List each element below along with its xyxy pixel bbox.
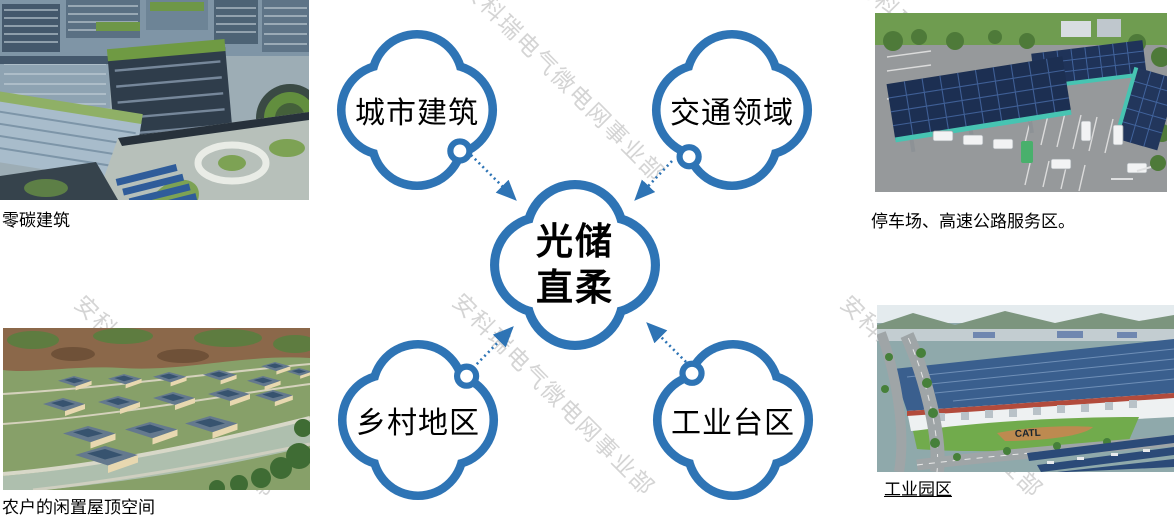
- photo-rural-village: [3, 328, 310, 490]
- bubble-industrial-zones: 工业台区: [652, 339, 814, 501]
- bubble-label-transportation: 交通领域: [670, 97, 794, 130]
- photo-solar-parking-lot: [875, 13, 1167, 192]
- photo-industrial-park: CATL: [877, 305, 1174, 472]
- caption-industrial-park: 工业园区: [884, 480, 952, 499]
- industrial-aerial-image: CATL: [877, 305, 1174, 472]
- bubble-tail-circle: [679, 360, 705, 386]
- center-label-line2: 直柔: [536, 267, 614, 308]
- caption-village-roofs: 农户的闲置屋顶空间: [2, 498, 155, 517]
- bubble-label-pv-storage-dc-flex: 光储 直柔: [489, 179, 661, 351]
- zero-carbon-aerial-image: [0, 0, 309, 200]
- bubble-tail-circle: [447, 138, 473, 164]
- bubble-urban-buildings: 城市建筑: [336, 29, 498, 191]
- cloud-shape-icon: [490, 180, 660, 350]
- bubble-rural-areas: 乡村地区: [337, 339, 499, 501]
- bubble-tail-circle: [453, 363, 480, 389]
- bubble-transportation: 交通领域: [651, 29, 813, 191]
- center-label-line1: 光储: [536, 221, 614, 263]
- catl-lawn-text: CATL: [1015, 428, 1041, 440]
- cloud-shape-icon: [337, 339, 499, 501]
- bubble-pv-storage-dc-flex: 光储 直柔: [489, 179, 661, 351]
- caption-parking: 停车场、高速公路服务区。: [871, 212, 1075, 231]
- parking-aerial-image: [875, 13, 1167, 192]
- bubble-label-urban-buildings: 城市建筑: [355, 97, 479, 130]
- bubble-tail-circle: [676, 144, 702, 170]
- bubble-label-rural-areas: 乡村地区: [356, 407, 480, 440]
- cloud-shape-icon: [652, 339, 814, 501]
- cloud-shape-icon: [336, 29, 498, 191]
- bubble-label-industrial-zones: 工业台区: [671, 407, 795, 440]
- village-aerial-image: [3, 328, 310, 490]
- cloud-shape-icon: [651, 29, 813, 191]
- photo-zero-carbon-building: [0, 0, 309, 200]
- caption-zero-carbon: 零碳建筑: [2, 211, 70, 230]
